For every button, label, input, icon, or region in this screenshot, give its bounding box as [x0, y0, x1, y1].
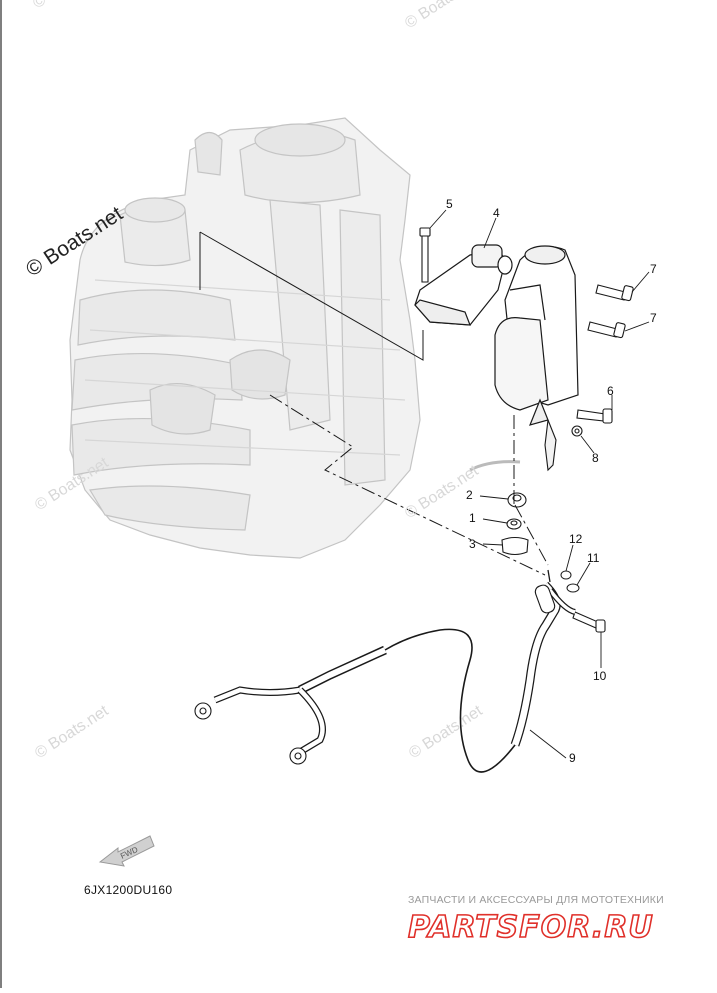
- washer-1: [506, 518, 522, 530]
- nut-11: [566, 583, 580, 593]
- nut-8: [544, 419, 583, 472]
- callout-2[interactable]: 2: [466, 488, 473, 502]
- callout-5[interactable]: 5: [446, 197, 453, 211]
- bolt-6: [576, 408, 613, 424]
- bolt-10: [572, 611, 606, 633]
- starter-bracket: [414, 244, 513, 326]
- shop-subtitle: ЗАПЧАСТИ И АКСЕССУАРЫ ДЛЯ МОТОТЕХНИКИ: [408, 894, 664, 906]
- callout-8[interactable]: 8: [592, 451, 599, 465]
- cap-3: [501, 536, 529, 556]
- starter-cable-stub: [469, 460, 521, 472]
- shop-logo[interactable]: PARTSFOR.RU: [407, 909, 654, 946]
- battery-cable: [194, 569, 576, 773]
- callout-12[interactable]: 12: [569, 532, 583, 546]
- callout-1[interactable]: 1: [469, 511, 476, 525]
- callout-11[interactable]: 11: [587, 551, 600, 565]
- washer-12: [560, 570, 572, 580]
- callout-7-upper[interactable]: 7: [650, 262, 657, 276]
- callout-6[interactable]: 6: [607, 384, 614, 398]
- callout-9[interactable]: 9: [569, 751, 576, 765]
- callout-10[interactable]: 10: [593, 669, 607, 683]
- assembly-lines: [199, 231, 549, 576]
- bolt-7-lower: [587, 321, 626, 339]
- leader-lines: [429, 209, 650, 759]
- starter-motor: [494, 245, 579, 426]
- nut-2: [507, 492, 527, 508]
- callout-3[interactable]: 3: [469, 537, 476, 551]
- bolt-5: [419, 227, 431, 283]
- engine-block-ghost: [69, 117, 421, 559]
- diagram-code: 6JX1200DU160: [84, 883, 173, 897]
- fwd-arrow-icon: FWD: [98, 835, 155, 867]
- callout-7-lower[interactable]: 7: [650, 311, 657, 325]
- bolt-7-upper: [595, 284, 634, 302]
- callout-4[interactable]: 4: [493, 206, 500, 220]
